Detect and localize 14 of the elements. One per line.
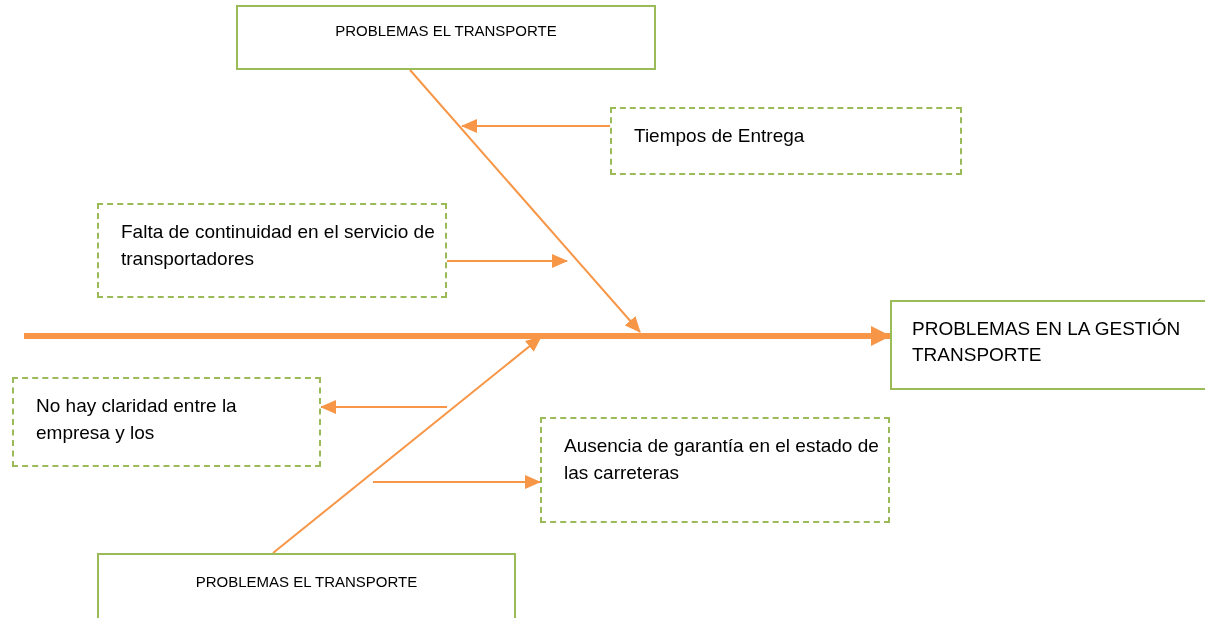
cause-box: Tiempos de Entrega: [610, 107, 962, 175]
category-box: PROBLEMAS EL TRANSPORTE: [236, 5, 656, 70]
arrow: [461, 119, 611, 133]
arrow: [446, 254, 568, 268]
arrow: [409, 69, 641, 333]
arrow: [24, 326, 891, 346]
cause-box: No hay claridad entre la empresa y los: [12, 377, 321, 467]
cause-box: Ausencia de garantía en el estado de las carreteras: [540, 417, 890, 523]
cause-box: Falta de continuidad en el servicio de transportadores: [97, 203, 447, 298]
category-box: PROBLEMAS EN LA GESTIÓN TRANSPORTE: [890, 300, 1205, 390]
arrow: [272, 336, 542, 554]
arrow: [320, 400, 448, 414]
category-box: PROBLEMAS EL TRANSPORTE: [97, 553, 516, 618]
arrow: [372, 475, 541, 489]
